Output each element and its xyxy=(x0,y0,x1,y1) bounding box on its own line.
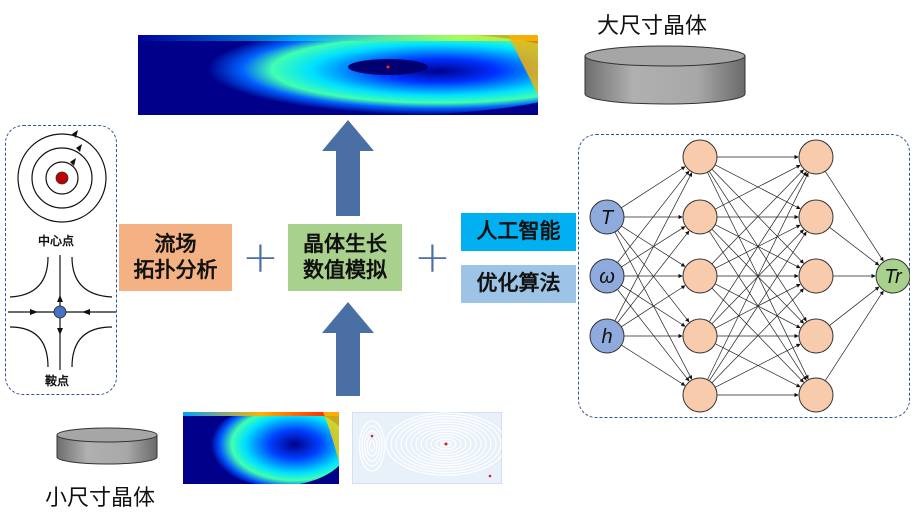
nn-connection xyxy=(711,169,804,265)
small-crystal-label: 小尺寸晶体 xyxy=(45,486,156,511)
crystal-growth-line1: 晶体生长 xyxy=(303,232,387,257)
streamline xyxy=(363,430,381,462)
nn-connection xyxy=(617,170,690,263)
output-node-label: Tr xyxy=(884,266,903,288)
flow-topology-line1: 流场 xyxy=(154,232,197,257)
flow-topology-box: 流场 拓扑分析 xyxy=(119,224,232,291)
nn-connection xyxy=(621,284,686,327)
flow-topology-line2: 拓扑分析 xyxy=(133,257,218,282)
large-crystal-label: 大尺寸晶体 xyxy=(597,14,708,39)
nn-connection xyxy=(824,171,884,262)
optimization-label: 优化算法 xyxy=(476,271,561,296)
streamline xyxy=(358,420,386,472)
crystal-growth-line2: 数值模拟 xyxy=(303,257,387,282)
hidden2-node xyxy=(798,318,834,354)
nn-connection xyxy=(621,344,686,386)
nn-connection xyxy=(617,289,690,382)
streamline xyxy=(430,435,462,453)
nn-connection xyxy=(824,290,884,381)
nn-connection xyxy=(621,285,686,328)
hidden2-node xyxy=(798,377,834,413)
hidden1-node xyxy=(682,258,718,294)
streamline xyxy=(390,414,502,474)
up-arrow-bottom xyxy=(322,302,374,396)
streamline xyxy=(368,440,376,452)
streamline xyxy=(400,420,492,468)
saddle-point-label: 鞍点 xyxy=(45,374,70,388)
input-node-label: ω xyxy=(599,266,615,288)
nn-connection xyxy=(614,172,693,322)
nn-connection xyxy=(708,231,807,381)
nn-connection xyxy=(707,172,809,380)
streamline xyxy=(425,433,467,455)
streamline xyxy=(361,425,383,467)
streamline xyxy=(410,425,482,463)
hidden2-node xyxy=(798,139,834,175)
small-crystal-disk-icon xyxy=(56,427,158,465)
optimization-box: 优化算法 xyxy=(461,265,576,303)
streamline xyxy=(440,440,452,448)
streamline xyxy=(405,422,487,466)
nn-connection xyxy=(707,172,809,380)
input-node-label: h xyxy=(601,326,612,348)
nn-connection xyxy=(714,224,801,269)
small-crystal-flow-heatmap xyxy=(183,412,339,484)
center-point-icon xyxy=(17,130,107,223)
center-point-label: 中心点 xyxy=(38,234,75,248)
hidden1-node xyxy=(682,318,718,354)
streamline xyxy=(420,430,472,458)
nn-connection xyxy=(714,164,801,210)
streamline xyxy=(385,412,502,476)
nn-connection xyxy=(711,287,804,383)
nn-connection xyxy=(711,168,804,264)
large-crystal-flow-heatmap xyxy=(138,35,538,115)
ai-label: 人工智能 xyxy=(476,219,561,244)
streamline-plot xyxy=(352,412,502,484)
nn-connection xyxy=(621,166,686,209)
nn-connection xyxy=(621,225,686,267)
topology-panel xyxy=(5,125,117,395)
hidden1-node xyxy=(682,139,718,175)
nn-connection xyxy=(714,164,801,210)
nn-connection xyxy=(829,286,880,326)
plus-sign-1: + xyxy=(242,232,279,283)
up-arrow-top xyxy=(322,120,374,216)
input-node xyxy=(589,258,625,294)
nn-connection xyxy=(711,288,804,384)
nn-connection xyxy=(714,343,801,388)
output-node xyxy=(875,258,910,294)
input-node xyxy=(589,199,625,235)
plus-sign-2: + xyxy=(414,232,451,283)
crystal-growth-box: 晶体生长 数值模拟 xyxy=(288,224,402,291)
large-crystal-disk-icon xyxy=(584,45,746,105)
input-node-label: T xyxy=(601,207,615,229)
nn-connection xyxy=(617,230,690,323)
hidden2-node xyxy=(798,199,834,235)
hidden2-node xyxy=(798,258,834,294)
input-node xyxy=(589,318,625,354)
streamline xyxy=(415,427,477,461)
nn-connection xyxy=(829,227,880,266)
nn-connection xyxy=(714,343,801,388)
ai-box: 人工智能 xyxy=(461,213,576,251)
nn-connection xyxy=(708,171,807,322)
hidden1-node xyxy=(682,377,718,413)
streamline xyxy=(395,417,497,471)
hidden1-node xyxy=(682,199,718,235)
streamline xyxy=(435,438,457,450)
neural-network-diagram: Tω h Tr xyxy=(589,139,910,413)
saddle-point-icon xyxy=(8,255,116,370)
